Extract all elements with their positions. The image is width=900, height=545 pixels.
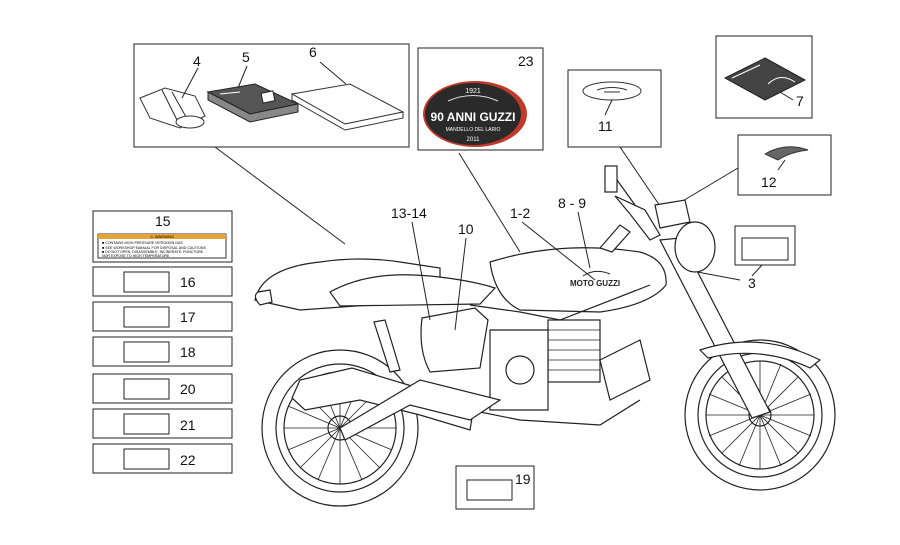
label-4: 4 — [193, 53, 201, 69]
label-12: 12 — [761, 174, 777, 190]
engine — [489, 319, 651, 411]
badge-year-bottom: 2011 — [467, 137, 481, 143]
label-18: 18 — [180, 344, 196, 360]
label-7: 7 — [796, 93, 804, 109]
front-fender — [698, 341, 822, 369]
leader-7a — [779, 91, 794, 101]
tank-logo: MOTO GUZZI — [570, 279, 620, 288]
leader-4 — [181, 67, 199, 99]
leader-manuals-group — [214, 146, 346, 245]
label-8-9: 8 - 9 — [558, 195, 586, 211]
label-22: 22 — [180, 452, 196, 468]
tool-pouch-illustration — [139, 87, 206, 129]
decal-sheet-icon — [723, 57, 807, 101]
leader-3a — [751, 264, 763, 277]
badge-title: 90 ANNI GUZZI — [431, 110, 516, 124]
headlight — [674, 221, 716, 273]
leader-11a — [604, 99, 613, 116]
warning-header: ⚠ WARNING — [150, 234, 174, 239]
leader-6 — [319, 61, 347, 85]
oval-emblem-icon — [582, 81, 642, 101]
label-3: 3 — [748, 275, 756, 291]
tail-light — [254, 289, 273, 306]
label-5: 5 — [242, 49, 250, 65]
label-17: 17 — [180, 309, 196, 325]
label-19: 19 — [515, 471, 531, 487]
label-21: 21 — [180, 417, 196, 433]
anniversary-badge-group: 23 1921 90 ANNI GUZZI MANDELLO DEL LARIO… — [417, 47, 544, 151]
leader-5 — [237, 65, 248, 89]
handlebar — [614, 195, 661, 241]
label-10: 10 — [458, 221, 474, 237]
warning-15-group: 15 ⚠ WARNING ■ CONTAINS HIGH PRESSURE NI… — [92, 210, 233, 263]
blank-sticker-19 — [466, 479, 513, 501]
warning-line-1: ■ CONTAINS HIGH PRESSURE NITROGEN GAS — [102, 241, 183, 245]
label-3-group: 3 — [734, 225, 796, 291]
seat — [329, 274, 497, 307]
sticker-17: 17 — [92, 301, 233, 332]
side-cover — [420, 307, 489, 373]
warning-header-bar — [98, 234, 226, 239]
label-15: 15 — [155, 213, 171, 229]
label-13-14: 13-14 — [391, 205, 427, 221]
blank-sticker-3 — [741, 237, 789, 261]
sticker-16: 16 — [92, 266, 233, 297]
leader-13-14 — [411, 221, 431, 321]
label-20: 20 — [180, 381, 196, 397]
sticker-20: 20 — [92, 373, 233, 404]
sticker-22: 22 — [92, 443, 233, 474]
badge-wings-icon — [447, 95, 499, 102]
eagle-decal-icon — [763, 146, 809, 161]
front-fork — [659, 237, 771, 419]
leader-23 — [458, 152, 521, 253]
leader-12 — [675, 167, 739, 206]
label-11: 11 — [598, 118, 613, 134]
badge-body — [425, 83, 521, 145]
leader-11 — [619, 146, 661, 207]
manuals-group: 4 5 6 — [133, 43, 410, 148]
warning-line-3: ■ DO NOT OPEN, DISASSEMBLE, INCINERATE, … — [102, 250, 204, 254]
leader-10 — [454, 237, 467, 331]
warning-line-4: NOR EXPOSE TO HIGH TEMPERATURE — [102, 254, 170, 258]
leader-12a — [777, 159, 786, 171]
sticker-21: 21 — [92, 408, 233, 439]
blank-sticker-22 — [123, 448, 170, 470]
emblem-11-group: 11 — [567, 69, 662, 148]
label-16: 16 — [180, 274, 196, 290]
tank-eagle-icon — [582, 270, 611, 277]
warning-line-2: ■ SEE WORKSHOP MANUAL FOR DISPOSAL AND C… — [102, 246, 206, 250]
label-23: 23 — [518, 53, 534, 69]
sticker-19: 19 — [455, 465, 535, 510]
decal-kit-7-group: 7 — [715, 35, 813, 119]
rear-shock — [373, 319, 401, 373]
leader-8-9 — [577, 211, 591, 269]
blank-sticker-21 — [123, 413, 170, 435]
label-6: 6 — [309, 44, 317, 60]
badge-subtitle: MANDELLO DEL LARIO — [446, 127, 501, 133]
motorcycle-illustration: MOTO GUZZI — [254, 165, 836, 507]
swingarm — [339, 379, 502, 441]
emblem-12-box — [737, 134, 832, 196]
blank-sticker-18 — [123, 341, 170, 363]
sticker-18: 18 — [92, 336, 233, 367]
blank-sticker-17 — [123, 306, 170, 328]
booklet-illustration — [206, 83, 300, 123]
blank-sticker-20 — [123, 378, 170, 400]
emblem-12-group: 12 — [737, 134, 832, 196]
label-1-2: 1-2 — [510, 205, 530, 221]
book-illustration — [290, 83, 405, 131]
mirror — [604, 165, 618, 193]
blank-sticker-16 — [123, 271, 170, 293]
eagle-wings-icon — [596, 87, 628, 93]
leader-1-2 — [521, 221, 596, 281]
badge-year-top: 1921 — [465, 88, 481, 95]
